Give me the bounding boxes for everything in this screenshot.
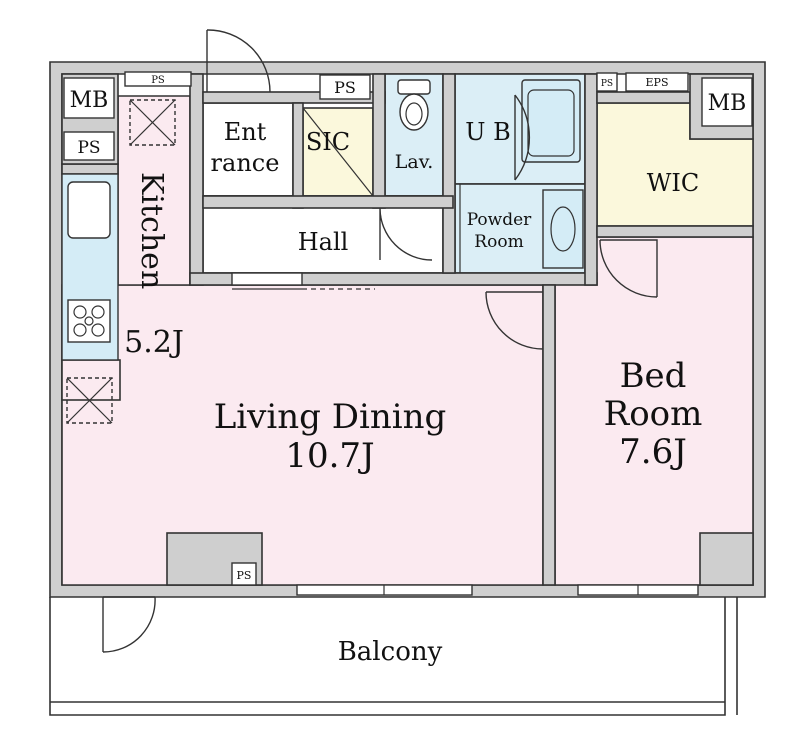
- stove-burner-icon: [67, 299, 111, 343]
- corner-column-bedroom: [699, 532, 754, 586]
- window-living: [296, 584, 473, 596]
- interior-wall-lav-left: [372, 73, 386, 209]
- balcony-label: Balcony: [338, 637, 443, 667]
- washbasin-icon: [542, 189, 584, 269]
- bedroom-size: 7.6J: [619, 432, 687, 472]
- door-swing-icon: [514, 94, 531, 181]
- interior-wall-wic-bottom: [596, 225, 754, 238]
- ps-left-label: PS: [77, 138, 100, 158]
- ps-living-box: [231, 562, 257, 586]
- ps-living-label: PS: [237, 569, 252, 582]
- mb-right-box: [701, 77, 753, 127]
- door-swing-icon: [206, 29, 271, 93]
- hall-label: Hall: [298, 228, 349, 256]
- living-dining-label: Living Dining: [214, 397, 447, 437]
- toilet-icon: [397, 79, 431, 131]
- entrance-label-1: Ent: [224, 118, 267, 146]
- mb-left-box: [63, 77, 115, 119]
- interior-wall-bed-left: [542, 284, 556, 586]
- lav-label: Lav.: [395, 151, 433, 173]
- ventilation-x-icon: [129, 99, 176, 146]
- door-swing-icon: [485, 291, 544, 350]
- ps-top-box: [124, 71, 192, 87]
- ps-top-label: PS: [151, 75, 165, 86]
- ub-label: U B: [465, 118, 511, 146]
- door-swing-icon: [599, 239, 658, 298]
- living-dining-size: 10.7J: [285, 436, 374, 476]
- eps-label: EPS: [646, 76, 669, 89]
- interior-wall-wic-left: [584, 73, 598, 286]
- interior-wall-kitchen-left: [61, 163, 119, 175]
- bedroom-label-2: Room: [604, 394, 703, 434]
- powder-room-label-2: Room: [474, 232, 523, 252]
- kitchen-label: Kitchen: [134, 172, 169, 289]
- eps-box: [625, 72, 689, 92]
- ps-right-box: [596, 72, 618, 92]
- door-swing-icon: [102, 596, 156, 653]
- kitchen-size-label: 5.2J: [124, 325, 184, 360]
- entrance-label-2: rance: [211, 149, 280, 177]
- mb-right-label: MB: [708, 91, 747, 116]
- mb-left-label: MB: [70, 88, 109, 113]
- balcony: [49, 597, 738, 716]
- interior-wall-hall-top: [202, 195, 454, 209]
- ventilation-x-icon: [66, 377, 113, 424]
- ps-right-label: PS: [601, 79, 613, 89]
- bedroom-label-1: Bed: [620, 356, 687, 396]
- sic-label: SIC: [306, 128, 350, 156]
- ps-sic-box: [319, 74, 371, 100]
- ps-left-box: [63, 131, 115, 161]
- powder-room-label-1: Powder: [467, 210, 532, 230]
- interior-wall-kitchen: [189, 73, 204, 286]
- wic-label: WIC: [647, 169, 700, 197]
- interior-wall-sic-left: [292, 102, 304, 209]
- door-swing-icon: [379, 207, 433, 261]
- window-hall: [231, 272, 303, 286]
- sic-door-line: [302, 107, 374, 197]
- bathtub-icon: [521, 79, 581, 163]
- kitchen-sink: [67, 181, 111, 239]
- interior-wall-wic-top: [596, 91, 691, 104]
- kitchen-lower-strip: [61, 359, 121, 401]
- ps-sic-label: PS: [334, 78, 356, 97]
- interior-wall-lav-right: [442, 73, 456, 274]
- window-bedroom: [577, 584, 699, 596]
